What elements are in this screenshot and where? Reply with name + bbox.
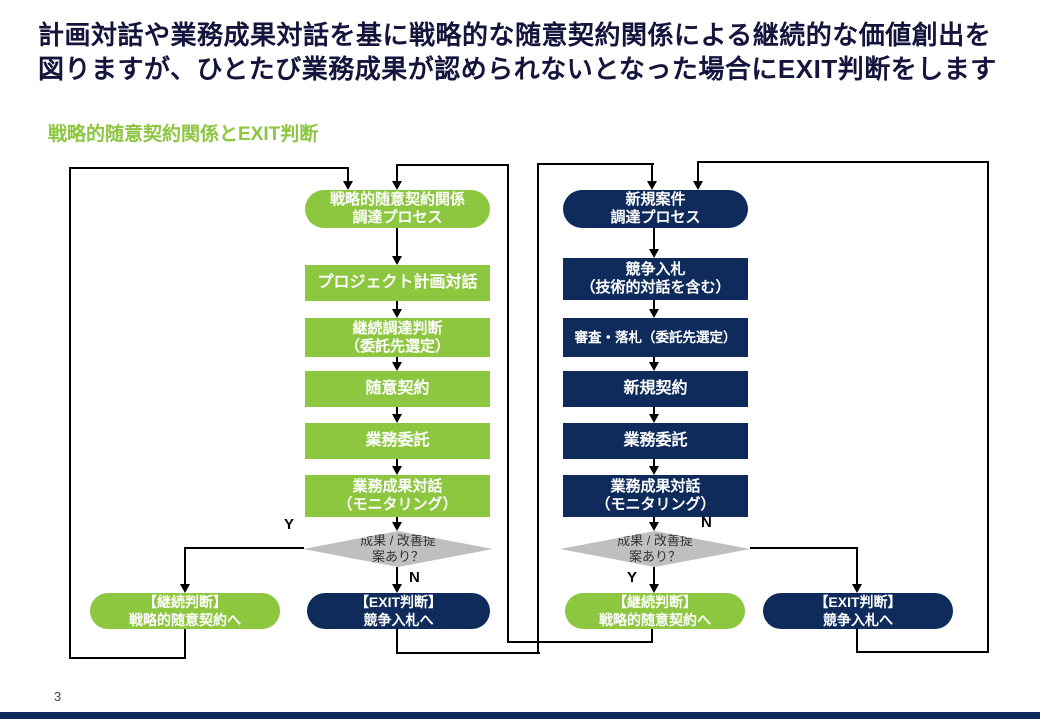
footer-bar [0, 712, 1040, 719]
flow-right-decision-diamond: 成果 / 改善提 案あり？ [560, 531, 750, 567]
flow-right-step-box: 新規契約 [563, 371, 748, 407]
connector [653, 517, 655, 522]
connector [651, 629, 653, 643]
arrow-down-icon [649, 522, 659, 531]
connector [184, 629, 186, 659]
connector [184, 547, 186, 584]
connector [653, 357, 655, 362]
flow-right-no-label: N [701, 514, 712, 531]
arrow-down-icon [693, 181, 703, 190]
arrow-down-icon [392, 584, 402, 593]
flow-right-exit-box: 【EXIT判断】 競争入札へ [763, 593, 953, 629]
connector [396, 164, 398, 181]
arrow-down-icon [392, 414, 402, 423]
connector [396, 301, 398, 309]
connector [347, 167, 349, 181]
connector [856, 629, 858, 653]
flow-left-step-box: 業務委託 [305, 423, 490, 459]
arrow-down-icon [392, 522, 402, 531]
connector [697, 161, 989, 163]
connector [653, 228, 655, 249]
flow-left-yes-label: Y [284, 516, 295, 533]
arrow-down-icon [649, 466, 659, 475]
connector [697, 161, 699, 181]
flow-left-step-box: 業務成果対話 （モニタリング） [305, 475, 490, 517]
connector [856, 651, 989, 653]
connector [653, 300, 655, 309]
section-heading: 戦略的随意契約関係とEXIT判断 [48, 124, 319, 145]
connector [750, 547, 858, 549]
arrow-down-icon [392, 256, 402, 265]
arrow-down-icon [649, 249, 659, 258]
connector [396, 629, 398, 654]
connector [69, 167, 349, 169]
connector [69, 657, 186, 659]
flow-left-step-box: プロジェクト計画対話 [305, 265, 490, 301]
connector [396, 459, 398, 466]
connector [856, 547, 858, 584]
flow-right-step-box: 審査・落札（委託先選定） [563, 318, 748, 357]
connector [184, 547, 304, 549]
arrow-down-icon [392, 362, 402, 371]
arrow-down-icon [647, 181, 657, 190]
connector [987, 161, 989, 653]
connector [396, 567, 398, 584]
arrow-down-icon [852, 584, 862, 593]
flow-left-no-label: N [409, 569, 420, 586]
flow-right-step-box: 業務委託 [563, 423, 748, 459]
arrow-down-icon [392, 466, 402, 475]
connector [537, 163, 539, 654]
slide-title: 計画対話や業務成果対話を基に戦略的な随意契約関係による継続的な価値創出を 図りま… [38, 20, 997, 84]
connector [396, 228, 398, 256]
connector [653, 459, 655, 466]
arrow-down-icon [180, 584, 190, 593]
flow-right-yes-label: Y [627, 569, 638, 586]
connector [396, 517, 398, 522]
arrow-down-icon [392, 309, 402, 318]
arrow-down-icon [392, 181, 402, 190]
page-number: 3 [54, 689, 62, 704]
connector [69, 167, 71, 659]
arrow-down-icon [343, 181, 353, 190]
connector [396, 357, 398, 362]
flow-right-step-box: 業務成果対話 （モニタリング） [563, 475, 748, 517]
flow-right-start-box: 新規案件 調達プロセス [563, 190, 748, 228]
flow-right-step-box: 競争入札 （技術的対話を含む） [563, 258, 748, 300]
connector [653, 567, 655, 584]
connector [396, 164, 509, 166]
connector [537, 163, 654, 165]
arrow-down-icon [649, 309, 659, 318]
flow-right-continue-box: 【継続判断】 戦略的随意契約へ [565, 593, 745, 629]
flow-left-step-box: 随意契約 [305, 371, 490, 407]
arrow-down-icon [649, 362, 659, 371]
connector [653, 407, 655, 414]
flow-left-continue-box: 【継続判断】 戦略的随意契約へ [90, 593, 280, 629]
connector [396, 652, 540, 654]
connector [507, 641, 653, 643]
flow-left-decision-diamond: 成果 / 改善提 案あり？ [303, 531, 493, 567]
connector [651, 163, 653, 181]
flow-left-start-box: 戦略的随意契約関係 調達プロセス [305, 190, 490, 228]
connector [507, 164, 509, 643]
flow-left-exit-box: 【EXIT判断】 競争入札へ [307, 593, 490, 629]
flow-left-step-box: 継続調達判断 （委託先選定） [305, 318, 490, 357]
connector [396, 407, 398, 414]
arrow-down-icon [649, 584, 659, 593]
arrow-down-icon [649, 414, 659, 423]
